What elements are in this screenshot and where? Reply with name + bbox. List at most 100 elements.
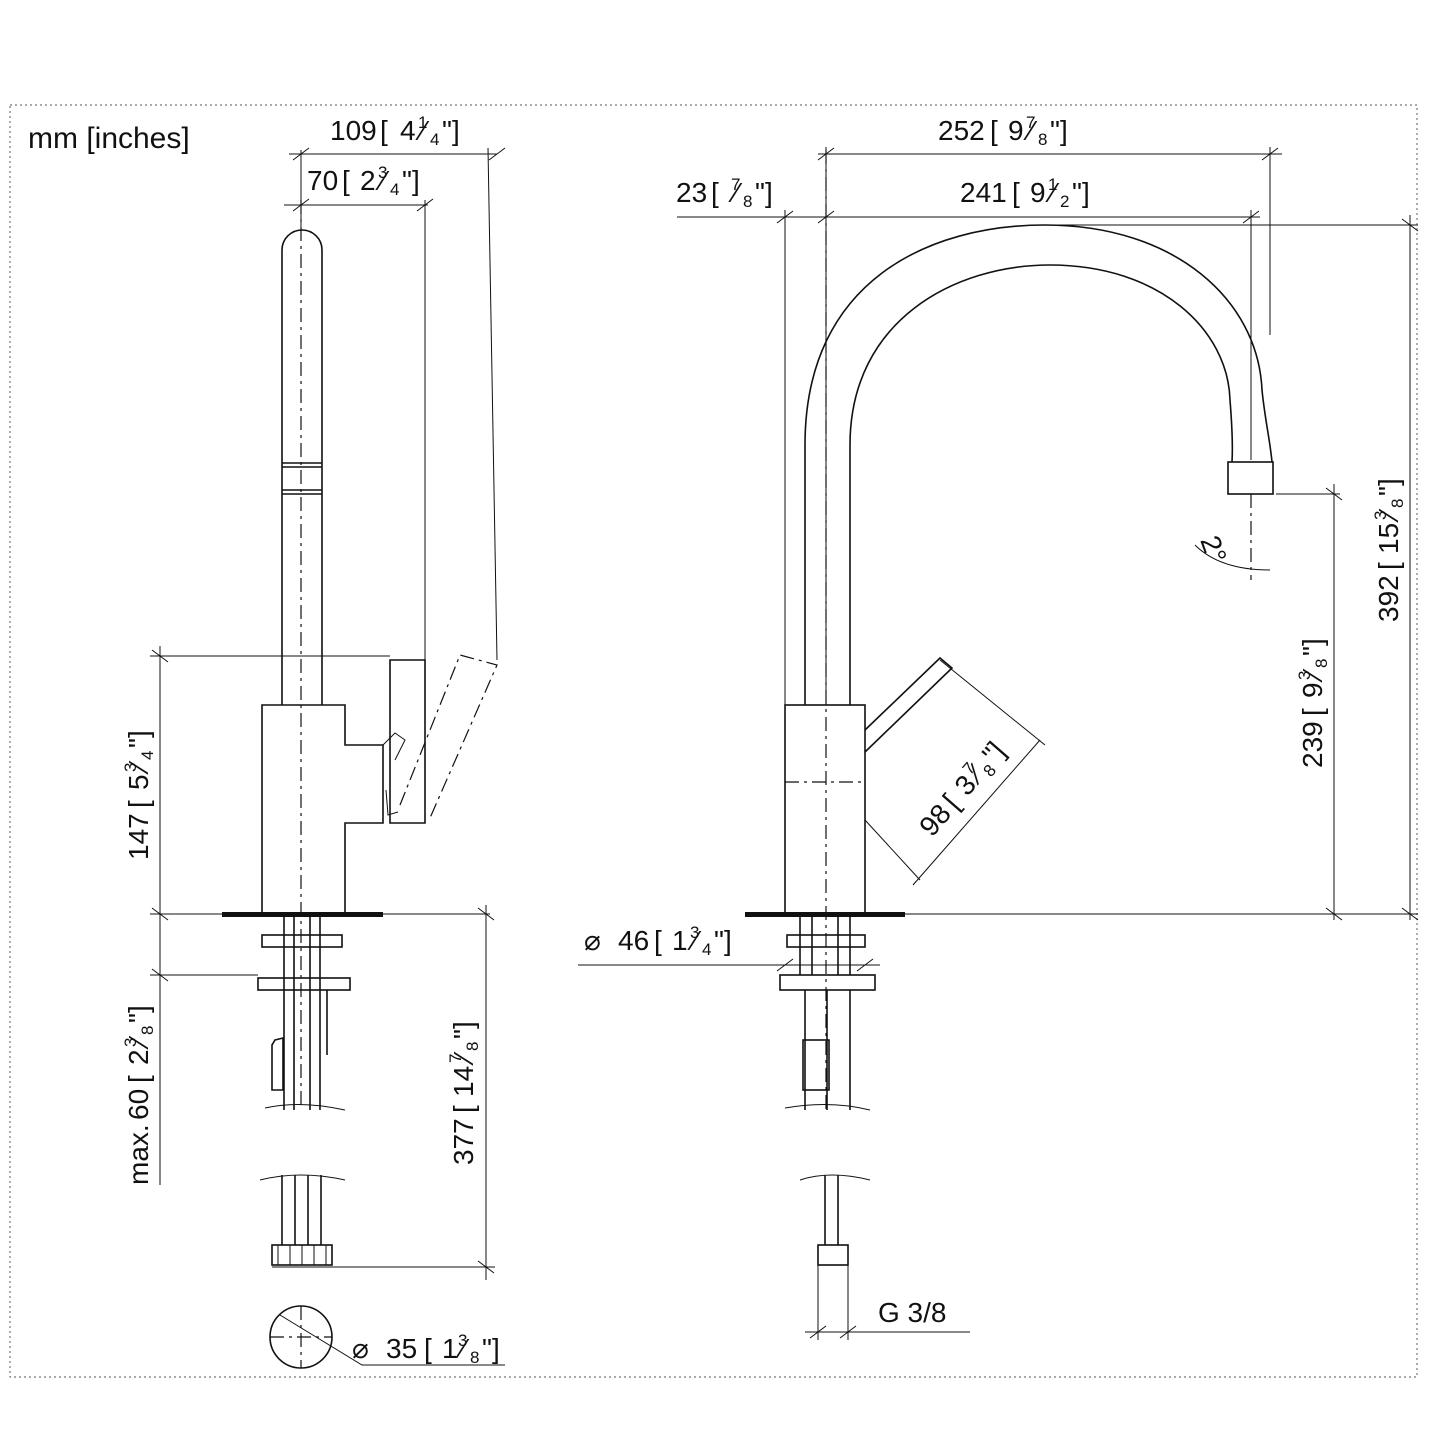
svg-text:[: [ bbox=[1012, 177, 1020, 208]
svg-text:[: [ bbox=[123, 800, 154, 808]
dim-hole-diameter: ⌀ 35 [ 1 3 ⁄ 8 "] bbox=[352, 1331, 500, 1367]
dim-front-overall-reach: 252 [ 9 7 ⁄ 8 "] bbox=[938, 113, 1068, 149]
svg-text:3: 3 bbox=[690, 923, 699, 942]
svg-text:[: [ bbox=[123, 1075, 154, 1083]
dim-side-body-height: 147 [ 5 3 ⁄ 4 "] bbox=[121, 730, 157, 860]
front-body bbox=[784, 704, 866, 915]
svg-text:2: 2 bbox=[360, 165, 376, 196]
svg-text:"]: "] bbox=[442, 115, 460, 146]
svg-text:15: 15 bbox=[1373, 523, 1404, 554]
svg-text:377: 377 bbox=[448, 1118, 479, 1165]
svg-text:8: 8 bbox=[1312, 659, 1331, 668]
dim-front-lever-length: 98 [ 3 7 ⁄ 8 "] bbox=[913, 736, 1011, 842]
svg-text:max.: max. bbox=[123, 1124, 154, 1185]
svg-text:8: 8 bbox=[1038, 130, 1047, 149]
svg-text:4: 4 bbox=[390, 180, 399, 199]
svg-text:3: 3 bbox=[1295, 671, 1314, 680]
svg-text:7: 7 bbox=[731, 175, 740, 194]
svg-text:⌀: ⌀ bbox=[352, 1333, 369, 1364]
svg-text:23: 23 bbox=[676, 177, 707, 208]
svg-text:[: [ bbox=[654, 925, 662, 956]
svg-text:4: 4 bbox=[138, 751, 157, 760]
svg-text:5: 5 bbox=[123, 774, 154, 790]
svg-text:3: 3 bbox=[378, 163, 387, 182]
svg-text:[: [ bbox=[424, 1333, 432, 1364]
front-spout-inner bbox=[849, 264, 1234, 705]
dim-side-below-deck-length: 377 [ 14 7 ⁄ 8 "] bbox=[446, 1021, 482, 1165]
svg-text:4: 4 bbox=[430, 130, 439, 149]
dim-side-spout-offset: 70 [ 2 3 ⁄ 4 "] bbox=[307, 163, 420, 199]
svg-text:7: 7 bbox=[446, 1054, 465, 1063]
svg-text:8: 8 bbox=[463, 1042, 482, 1051]
svg-text:7: 7 bbox=[1026, 113, 1035, 132]
svg-text:147: 147 bbox=[123, 813, 154, 860]
svg-text:"]: "] bbox=[1050, 115, 1068, 146]
svg-text:"]: "] bbox=[714, 925, 732, 956]
svg-text:4: 4 bbox=[702, 940, 711, 959]
svg-text:392: 392 bbox=[1373, 575, 1404, 622]
svg-text:"]: "] bbox=[402, 165, 420, 196]
svg-text:[: [ bbox=[1373, 562, 1404, 570]
svg-text:46: 46 bbox=[618, 925, 649, 956]
svg-text:"]: "] bbox=[1072, 177, 1090, 208]
svg-text:[: [ bbox=[711, 177, 719, 208]
svg-text:1: 1 bbox=[1048, 175, 1057, 194]
dim-side-overall-width: 109 [ 4 1 ⁄ 4 "] bbox=[330, 113, 460, 149]
svg-text:241: 241 bbox=[960, 177, 1007, 208]
dim-front-total-height: 392 [ 15 3 ⁄ 8 "] bbox=[1371, 478, 1407, 622]
svg-text:3: 3 bbox=[121, 1038, 140, 1047]
svg-text:3: 3 bbox=[1371, 511, 1390, 520]
svg-text:239: 239 bbox=[1297, 721, 1328, 768]
svg-text:1: 1 bbox=[672, 925, 688, 956]
svg-text:8: 8 bbox=[1388, 499, 1407, 508]
svg-text:⌀: ⌀ bbox=[584, 925, 601, 956]
svg-text:70: 70 bbox=[307, 165, 338, 196]
dim-outlet-angle: 2° bbox=[1194, 531, 1232, 567]
svg-text:"]: "] bbox=[976, 736, 1011, 770]
svg-text:8: 8 bbox=[470, 1348, 479, 1367]
svg-text:1: 1 bbox=[442, 1333, 458, 1364]
svg-text:3: 3 bbox=[458, 1331, 467, 1350]
svg-text:109: 109 bbox=[330, 115, 377, 146]
front-base-plate bbox=[745, 912, 905, 917]
svg-text:9: 9 bbox=[1008, 115, 1024, 146]
front-spout-outlet bbox=[1227, 461, 1274, 495]
front-hose-nut bbox=[817, 1244, 849, 1266]
svg-text:9: 9 bbox=[1297, 682, 1328, 698]
svg-text:"]: "] bbox=[448, 1021, 479, 1039]
dim-front-body-offset: 23 [ 7 ⁄ 8 "] bbox=[676, 175, 773, 211]
dim-front-base-diameter: ⌀ 46 [ 1 3 ⁄ 4 "] bbox=[584, 923, 732, 959]
svg-text:"]: "] bbox=[755, 177, 773, 208]
side-spout-tube bbox=[281, 229, 323, 705]
units-note: mm [inches] bbox=[28, 122, 190, 155]
svg-text:4: 4 bbox=[400, 115, 416, 146]
svg-text:"]: "] bbox=[123, 730, 154, 748]
svg-text:[: [ bbox=[380, 115, 388, 146]
svg-text:"]: "] bbox=[1297, 638, 1328, 656]
svg-text:"]: "] bbox=[1373, 478, 1404, 496]
drawing-frame bbox=[9, 104, 1418, 1378]
svg-text:[: [ bbox=[1297, 708, 1328, 716]
svg-text:8: 8 bbox=[743, 192, 752, 211]
side-lever bbox=[389, 659, 426, 824]
svg-text:[: [ bbox=[990, 115, 998, 146]
front-view bbox=[578, 147, 1419, 1340]
front-spout-outer bbox=[804, 224, 1273, 705]
dim-connection-thread: G 3/8 bbox=[878, 1297, 946, 1328]
dim-side-deck-thickness: max. 60 [ 2 3 ⁄ 8 "] bbox=[121, 1005, 157, 1185]
svg-text:35: 35 bbox=[386, 1333, 417, 1364]
svg-text:9: 9 bbox=[1030, 177, 1046, 208]
front-lever bbox=[864, 656, 954, 753]
svg-text:2: 2 bbox=[123, 1049, 154, 1065]
svg-text:3: 3 bbox=[121, 763, 140, 772]
dim-front-outlet-height: 239 [ 9 3 ⁄ 8 "] bbox=[1295, 638, 1331, 768]
svg-text:"]: "] bbox=[123, 1005, 154, 1023]
svg-text:252: 252 bbox=[938, 115, 985, 146]
svg-text:1: 1 bbox=[418, 113, 427, 132]
svg-text:[: [ bbox=[342, 165, 350, 196]
svg-text:[: [ bbox=[448, 1105, 479, 1113]
svg-text:"]: "] bbox=[482, 1333, 500, 1364]
svg-text:2: 2 bbox=[1060, 192, 1069, 211]
svg-text:8: 8 bbox=[138, 1026, 157, 1035]
